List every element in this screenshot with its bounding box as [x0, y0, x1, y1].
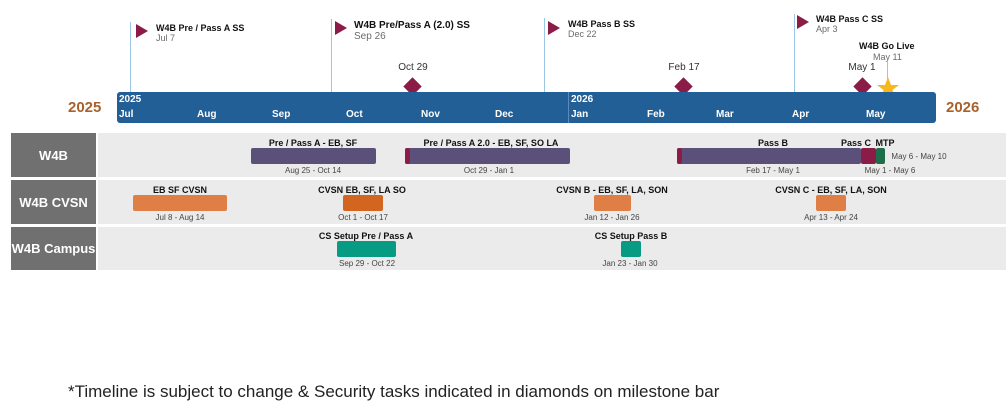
- axis-month: Sep: [272, 109, 291, 120]
- task-date: May 6 - May 10: [891, 152, 947, 161]
- flag-title: W4B Pre / Pass A SS: [156, 23, 245, 33]
- flag-date: Dec 22: [568, 29, 597, 39]
- flag-date: Sep 26: [354, 31, 386, 42]
- flag-pole: [544, 18, 545, 92]
- star-icon: [876, 76, 900, 100]
- lane-label-campus: W4B Campus: [11, 227, 96, 270]
- golive-pole: [887, 62, 888, 84]
- year-start-label: 2025: [68, 99, 102, 116]
- lane-label-cvsn: W4B CVSN: [11, 180, 96, 224]
- golive-title: W4B Go Live: [859, 41, 915, 51]
- axis-year: 2026: [571, 94, 594, 105]
- task-bar: [405, 148, 570, 164]
- axis-month: May: [866, 109, 886, 120]
- lane-label-w4b: W4B: [11, 133, 96, 177]
- task-bar: [133, 195, 227, 211]
- task-title: CVSN EB, SF, LA SO: [318, 185, 406, 195]
- task-date: Apr 13 - Apr 24: [804, 213, 858, 222]
- task-date: Jan 23 - Jan 30: [602, 259, 658, 268]
- axis-month: Oct: [346, 109, 363, 120]
- task-title: MTP: [875, 138, 895, 148]
- task-date: Oct 29 - Jan 1: [463, 166, 515, 175]
- axis-separator: [568, 92, 569, 123]
- task-date: Aug 25 - Oct 14: [284, 166, 342, 175]
- task-title: CS Setup Pre / Pass A: [318, 231, 414, 241]
- task-bar: [621, 241, 641, 257]
- task-date: Oct 1 - Oct 17: [338, 213, 388, 222]
- timeline-axis: 2025 2026 Jul Aug Sep Oct Nov Dec Jan Fe…: [117, 92, 936, 123]
- flag-pole: [130, 22, 131, 92]
- task-bar: [337, 241, 396, 257]
- axis-month: Dec: [495, 109, 514, 120]
- year-end-label: 2026: [946, 99, 980, 116]
- diamond-label: May 1: [848, 62, 876, 73]
- lane-campus: [98, 227, 1006, 270]
- task-date: Feb 17 - May 1: [746, 166, 800, 175]
- flag-date: Jul 7: [156, 33, 176, 43]
- flag-title: W4B Pass C SS: [816, 14, 884, 24]
- flag-icon: [548, 21, 560, 35]
- task-title: Pre / Pass A - EB, SF: [268, 138, 358, 148]
- task-date: Jul 8 - Aug 14: [155, 213, 205, 222]
- axis-month: Nov: [421, 109, 440, 120]
- golive-date: May 11: [873, 52, 902, 62]
- task-title: Pre / Pass A 2.0 - EB, SF, SO LA: [423, 138, 559, 148]
- axis-month: Jan: [571, 109, 589, 120]
- task-title: Pass B: [757, 138, 789, 148]
- task-bar: [861, 148, 876, 164]
- task-title: CVSN C - EB, SF, LA, SON: [775, 185, 887, 195]
- flag-title: W4B Pre/Pass A (2.0) SS: [354, 20, 470, 31]
- task-date: Jan 12 - Jan 26: [584, 213, 640, 222]
- task-bar: [251, 148, 376, 164]
- task-bar: [876, 148, 885, 164]
- flag-icon: [136, 24, 148, 38]
- axis-year: 2025: [119, 94, 142, 105]
- task-title: CS Setup Pass B: [594, 231, 668, 241]
- axis-month: Apr: [792, 109, 810, 120]
- diamond-label: Oct 29: [398, 62, 428, 73]
- task-bar-accent: [677, 148, 682, 164]
- task-bar: [594, 195, 631, 211]
- task-title: Pass C: [840, 138, 872, 148]
- flag-date: Apr 3: [816, 24, 838, 34]
- task-title: CVSN B - EB, SF, LA, SON: [556, 185, 668, 195]
- task-date: Sep 29 - Oct 22: [338, 259, 396, 268]
- lane-cvsn: [98, 180, 1006, 224]
- diamond-label: Feb 17: [668, 62, 700, 73]
- flag-title: W4B Pass B SS: [568, 19, 636, 29]
- task-bar: [677, 148, 861, 164]
- task-date: May 1 - May 6: [864, 166, 916, 175]
- flag-icon: [335, 21, 347, 35]
- task-bar-accent: [405, 148, 410, 164]
- flag-pole: [331, 19, 332, 92]
- axis-month: Feb: [647, 109, 665, 120]
- task-title: EB SF CVSN: [152, 185, 208, 195]
- axis-month: Mar: [716, 109, 734, 120]
- footnote: *Timeline is subject to change & Securit…: [68, 382, 720, 401]
- axis-month: Aug: [197, 109, 217, 120]
- task-bar: [816, 195, 846, 211]
- flag-pole: [794, 14, 795, 92]
- flag-icon: [797, 15, 809, 29]
- task-bar: [343, 195, 383, 211]
- axis-month: Jul: [119, 109, 134, 120]
